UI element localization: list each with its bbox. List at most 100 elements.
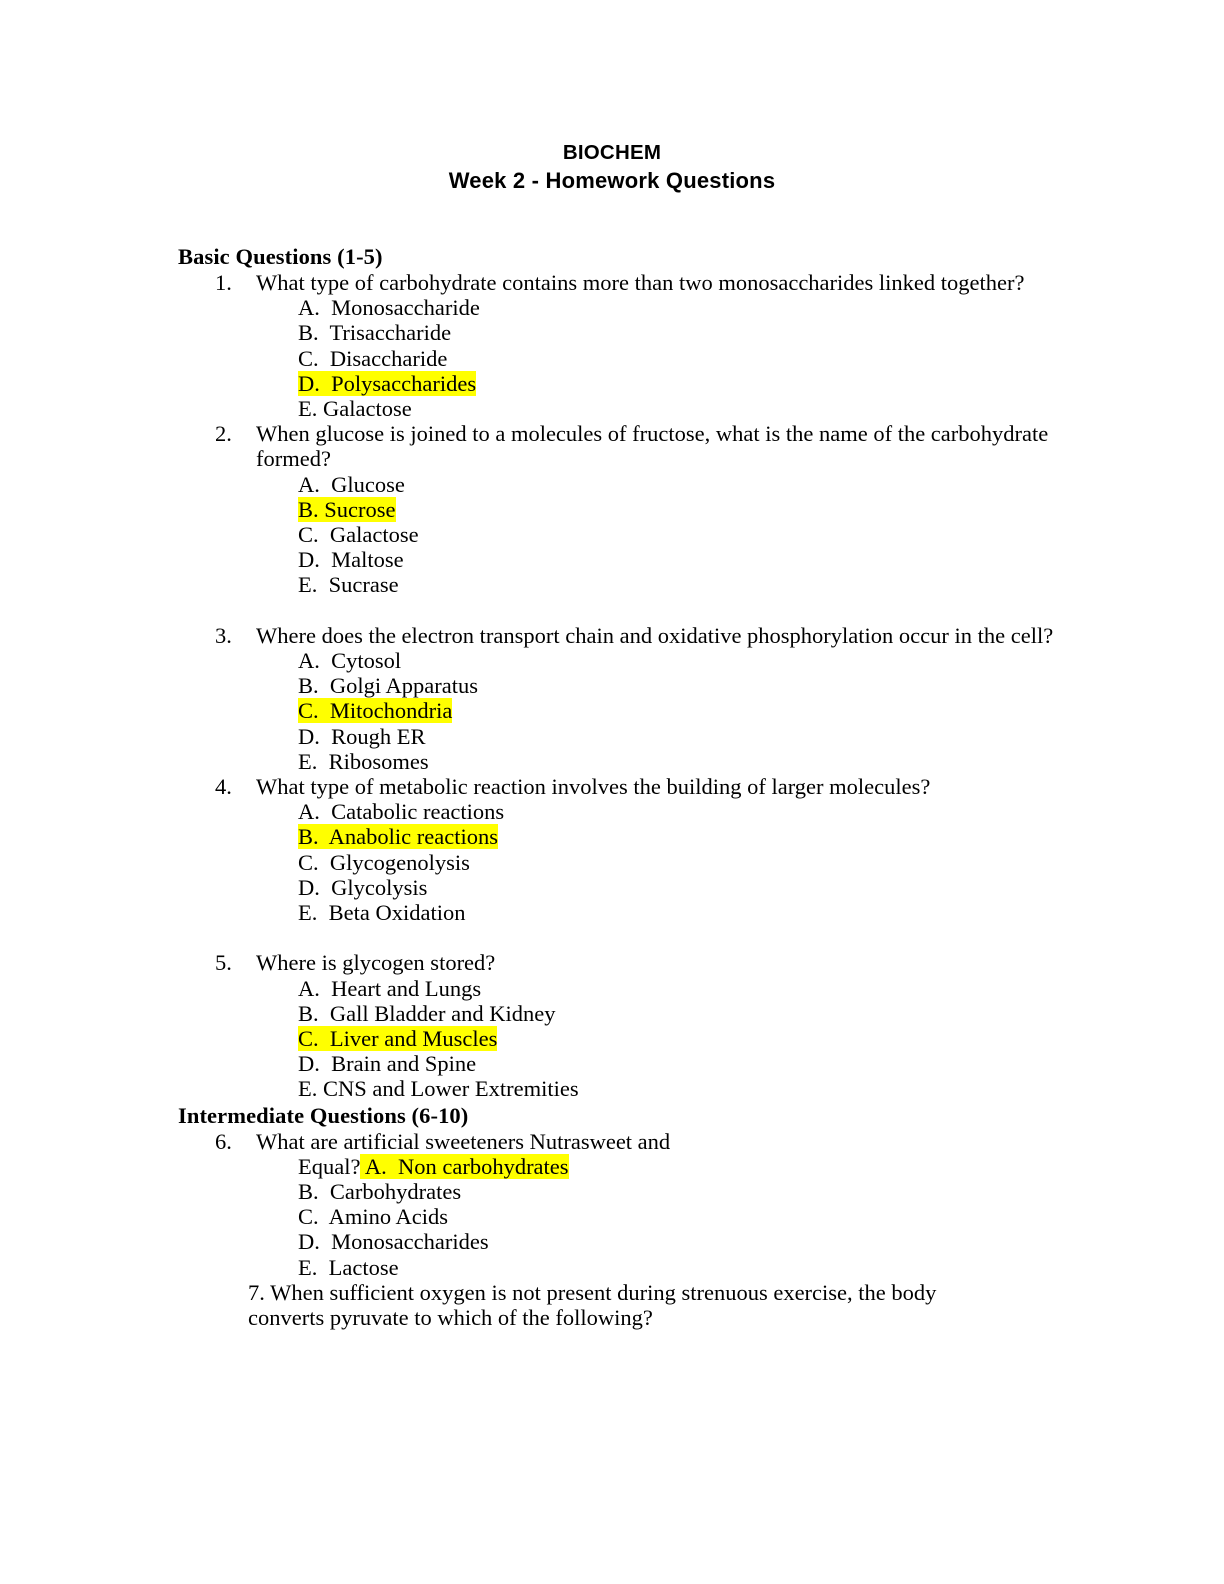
option-1-d[interactable]: D. Polysaccharides	[178, 370, 1078, 396]
option-6-a-highlight: A. Non carbohydrates	[360, 1153, 569, 1179]
option-2-b[interactable]: B. Sucrose	[178, 496, 1078, 522]
question-3-options: A. Cytosol B. Golgi Apparatus C. Mitocho…	[178, 648, 1078, 774]
question-2-text: When glucose is joined to a molecules of…	[256, 421, 1049, 472]
question-7: 7. When sufficient oxygen is not present…	[248, 1279, 937, 1331]
option-2-e-label: E.	[298, 572, 318, 598]
option-4-c-label: C.	[298, 849, 319, 875]
question-3-text: Where does the electron transport chain …	[256, 622, 1054, 648]
option-2-e[interactable]: E. Sucrase	[178, 572, 1078, 597]
option-6-c-text: Amino Acids	[318, 1204, 449, 1230]
question-2: 2. When glucose is joined to a molecules…	[178, 421, 1078, 597]
option-4-b-highlight: B. Anabolic reactions	[298, 824, 498, 850]
question-6-text-line-2-with-option-a[interactable]: Equal? A. Non carbohydrates	[178, 1153, 1078, 1179]
option-1-a-label: A.	[298, 295, 320, 321]
option-1-d-text: Polysaccharides	[319, 370, 477, 396]
option-5-d-label: D.	[298, 1051, 320, 1077]
option-4-c[interactable]: C. Glycogenolysis	[178, 850, 1078, 875]
question-5-options: A. Heart and Lungs B. Gall Bladder and K…	[178, 976, 1078, 1102]
question-5-number: 5.	[215, 950, 232, 976]
question-1-row: 1. What type of carbohydrate contains mo…	[178, 270, 1078, 295]
question-6-text-line-1: What are artificial sweeteners Nutraswee…	[256, 1128, 671, 1154]
option-1-b-label: B.	[298, 320, 319, 346]
option-5-e-text: CNS and Lower Extremities	[317, 1076, 579, 1102]
option-3-a-text: Cytosol	[319, 648, 402, 674]
section-heading-basic: Basic Questions (1-5)	[178, 244, 383, 269]
option-2-b-label: B.	[298, 496, 319, 522]
question-2-options: A. Glucose B. Sucrose C. Galactose D. Ma…	[178, 472, 1078, 598]
document-title-block: BIOCHEM Week 2 - Homework Questions	[0, 140, 1224, 196]
option-1-b-text: Trisaccharide	[318, 320, 452, 346]
question-4-number: 4.	[215, 774, 232, 800]
option-5-c[interactable]: C. Liver and Muscles	[178, 1026, 1078, 1052]
option-5-d-text: Brain and Spine	[319, 1051, 477, 1077]
option-3-e-label: E.	[298, 748, 318, 774]
option-1-d-highlight: D. Polysaccharides	[298, 370, 477, 396]
option-4-e[interactable]: E. Beta Oxidation	[178, 900, 1078, 925]
option-3-e[interactable]: E. Ribosomes	[178, 749, 1078, 774]
option-3-c[interactable]: C. Mitochondria	[178, 698, 1078, 724]
option-5-c-label: C.	[298, 1026, 319, 1052]
question-1-options: A. Monosaccharide B. Trisaccharide C. Di…	[178, 295, 1078, 421]
question-5-row: 5. Where is glycogen stored?	[178, 950, 1078, 975]
question-1-number: 1.	[215, 270, 232, 295]
option-2-d[interactable]: D. Maltose	[178, 547, 1078, 572]
option-3-c-highlight: C. Mitochondria	[298, 698, 453, 724]
option-4-a-text: Catabolic reactions	[319, 799, 505, 825]
option-4-a[interactable]: A. Catabolic reactions	[178, 799, 1078, 824]
option-2-a-text: Glucose	[319, 471, 405, 497]
option-3-d-text: Rough ER	[319, 723, 426, 749]
question-1: 1. What type of carbohydrate contains mo…	[178, 270, 1078, 421]
option-2-c[interactable]: C. Galactose	[178, 522, 1078, 547]
option-1-c-label: C.	[298, 345, 319, 371]
option-3-b[interactable]: B. Golgi Apparatus	[178, 673, 1078, 698]
option-4-d[interactable]: D. Glycolysis	[178, 875, 1078, 900]
option-6-e-label: E.	[298, 1254, 318, 1280]
question-4: 4. What type of metabolic reaction invol…	[178, 774, 1078, 925]
option-1-b[interactable]: B. Trisaccharide	[178, 320, 1078, 345]
option-4-b-text: Anabolic reactions	[318, 824, 498, 850]
question-2-row: 2. When glucose is joined to a molecules…	[178, 421, 1078, 471]
option-5-a-label: A.	[298, 975, 320, 1001]
option-4-d-label: D.	[298, 874, 320, 900]
option-1-c[interactable]: C. Disaccharide	[178, 346, 1078, 371]
option-5-b[interactable]: B. Gall Bladder and Kidney	[178, 1001, 1078, 1026]
option-5-e-label: E.	[298, 1076, 318, 1102]
option-3-b-label: B.	[298, 673, 319, 699]
question-3-row: 3. Where does the electron transport cha…	[178, 623, 1078, 648]
option-2-a[interactable]: A. Glucose	[178, 472, 1078, 497]
question-4-options: A. Catabolic reactions B. Anabolic react…	[178, 799, 1078, 925]
option-6-b[interactable]: B. Carbohydrates	[178, 1179, 1078, 1204]
question-4-text: What type of metabolic reaction involves…	[256, 774, 931, 800]
option-6-e[interactable]: E. Lactose	[178, 1255, 1078, 1280]
option-6-c[interactable]: C. Amino Acids	[178, 1204, 1078, 1229]
option-3-a[interactable]: A. Cytosol	[178, 648, 1078, 673]
option-1-e-text: Galactose	[317, 396, 412, 422]
option-3-d[interactable]: D. Rough ER	[178, 724, 1078, 749]
option-6-d-label: D.	[298, 1229, 320, 1255]
option-5-e[interactable]: E. CNS and Lower Extremities	[178, 1076, 1078, 1101]
option-6-d-text: Monosaccharides	[319, 1229, 489, 1255]
option-5-d[interactable]: D. Brain and Spine	[178, 1051, 1078, 1076]
option-2-c-label: C.	[298, 522, 319, 548]
question-5-text: Where is glycogen stored?	[256, 950, 496, 976]
option-3-d-label: D.	[298, 723, 320, 749]
blank-line-before-question-3	[178, 598, 1078, 623]
question-6-text-line-2: Equal?	[298, 1153, 361, 1179]
question-6: 6. What are artificial sweeteners Nutras…	[178, 1129, 1078, 1280]
option-5-a[interactable]: A. Heart and Lungs	[178, 976, 1078, 1001]
option-4-a-label: A.	[298, 799, 320, 825]
question-1-text: What type of carbohydrate contains more …	[256, 270, 1025, 295]
question-3: 3. Where does the electron transport cha…	[178, 623, 1078, 774]
option-4-b[interactable]: B. Anabolic reactions	[178, 824, 1078, 850]
option-4-c-text: Glycogenolysis	[318, 849, 470, 875]
option-1-c-text: Disaccharide	[318, 345, 448, 371]
option-1-a[interactable]: A. Monosaccharide	[178, 295, 1078, 320]
option-3-e-text: Ribosomes	[317, 748, 429, 774]
option-2-e-text: Sucrase	[317, 572, 399, 598]
option-1-e[interactable]: E. Galactose	[178, 396, 1078, 421]
question-5: 5. Where is glycogen stored? A. Heart an…	[178, 950, 1078, 1101]
option-6-d[interactable]: D. Monosaccharides	[178, 1229, 1078, 1254]
question-2-number: 2.	[215, 421, 232, 447]
option-2-a-label: A.	[298, 471, 320, 497]
